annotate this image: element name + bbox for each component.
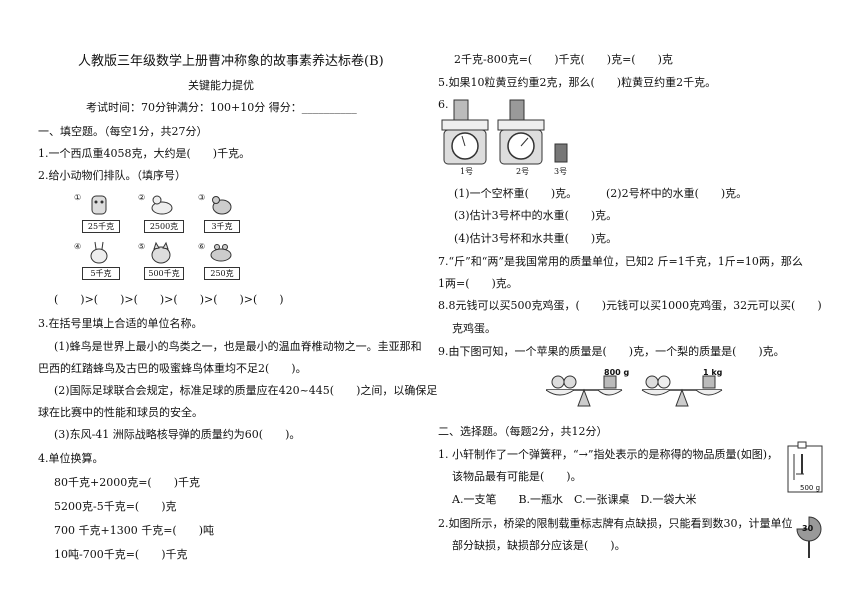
duck-icon: [151, 195, 173, 215]
scale-label-3: 3号: [554, 167, 568, 176]
question-2: 2.给小动物们排队。（填序号）: [38, 169, 186, 182]
conversion-line: 10吨-700千克=( )千克: [54, 548, 188, 561]
cat-icon: [151, 241, 171, 264]
exam-info: 考试时间：70分钟满分：100+10分 得分：__________: [86, 101, 357, 114]
question-3-2-line2: 球在比赛中的性能和球员的安全。: [38, 406, 203, 419]
weight-label: 2500克: [144, 220, 184, 233]
weight-label: 5千克: [82, 267, 120, 280]
weight-label: 25千克: [82, 220, 120, 233]
question-3-1-line2: 巴西的红踏蜂鸟及古巴的吸蜜蜂鸟体重均不足2( )。: [38, 362, 307, 375]
question-6-2: (2)2号杯中的水重( )克。: [606, 187, 748, 200]
question-5: 5.如果10粒黄豆约重2克，那么( )粒黄豆约重2千克。: [438, 76, 717, 89]
question-8-line2: 克鸡蛋。: [452, 322, 496, 335]
question-3-3: (3)东风-41 洲际战略核导弹的质量约为60( )。: [54, 428, 301, 441]
conversion-line-last: 2千克-800克=( )千克( )克=( )克: [454, 53, 673, 66]
question-1: 1.一个西瓜重4058克，大约是( )千克。: [38, 147, 251, 160]
choice-2-line1: 2.如图所示，桥梁的限制载重标志牌有点缺损，只能看到数30，计量单位: [438, 517, 793, 530]
weight-label: 250克: [204, 267, 240, 280]
question-3-2-line1: (2)国际足球联合会规定，标准足球的质量应在420~445( )之间，以确保足: [54, 384, 438, 397]
question-6-1: (1)一个空杯重( )克。: [454, 187, 578, 200]
page-subtitle: 关键能力提优: [188, 79, 254, 92]
section2-heading: 二、选择题。（每题2分，共12分）: [438, 425, 608, 438]
question-9: 9.由下图可知，一个苹果的质量是( )克，一个梨的质量是( )克。: [438, 345, 785, 358]
conversion-line: 5200克-5千克=( )克: [54, 500, 177, 513]
load-limit-sign: [796, 516, 822, 558]
rabbit-icon: [90, 241, 108, 264]
question-6-3: (3)估计3号杯中的水重( )克。: [454, 209, 618, 222]
choice-2-line2: 部分缺损，缺损部分应该是( )。: [452, 539, 626, 552]
crab-icon: [210, 244, 232, 262]
question-6: 6.: [438, 98, 449, 111]
question-3: 3.在括号里填上合适的单位名称。: [38, 317, 203, 330]
weight-label: 3千克: [204, 220, 240, 233]
choice-1-line2: 该物品最有可能是( )。: [452, 470, 582, 483]
conversion-line: 80千克+2000克=( )千克: [54, 476, 201, 489]
choice-1-options: A.一支笔 B.一瓶水 C.一张课桌 D.一袋大米: [452, 493, 697, 506]
scale-label-2: 2号: [516, 167, 530, 176]
section1-heading: 一、填空题。（每空1分，共27分）: [38, 125, 208, 138]
balance-label-800g: 800 g: [604, 368, 630, 377]
cow-icon: [91, 195, 107, 215]
order-answer-line: ( )>( )>( )>( )>( )>( ): [54, 293, 284, 306]
question-7-line2: 1两=( )克。: [438, 277, 518, 290]
question-4: 4.单位换算。: [38, 452, 104, 465]
weight-label: 500千克: [144, 267, 184, 280]
balance-figure: [546, 375, 723, 407]
scale-label-1: 1号: [460, 167, 474, 176]
chicken-icon: [212, 196, 232, 215]
spring-scale-label: 500 g: [800, 484, 821, 492]
page-title: 人教版三年级数学上册曹冲称象的故事素养达标卷(B): [78, 54, 384, 69]
balance-label-1kg: 1 kg: [703, 368, 723, 377]
conversion-line: 700 千克+1300 千克=( )吨: [54, 524, 214, 537]
spring-scale-figure: [787, 441, 823, 493]
choice-1-line1: 1. 小轩制作了一个弹簧秤，“→”指处表示的是称得的物品质量(如图)，: [438, 448, 779, 461]
sign-number: 30: [802, 524, 814, 533]
scales-figure: [441, 99, 568, 165]
question-8-line1: 8.8元钱可以买500克鸡蛋，( )元钱可以买1000克鸡蛋，32元可以买( ): [438, 299, 822, 312]
question-6-4: (4)估计3号杯和水共重( )克。: [454, 232, 618, 245]
question-3-1-line1: (1)蜂鸟是世界上最小的鸟类之一，也是最小的温血脊椎动物之一。圭亚那和: [54, 340, 422, 353]
question-7-line1: 7.“斤”和“两”是我国常用的质量单位，已知2 斤=1千克，1斤=10两，那么: [438, 255, 803, 268]
